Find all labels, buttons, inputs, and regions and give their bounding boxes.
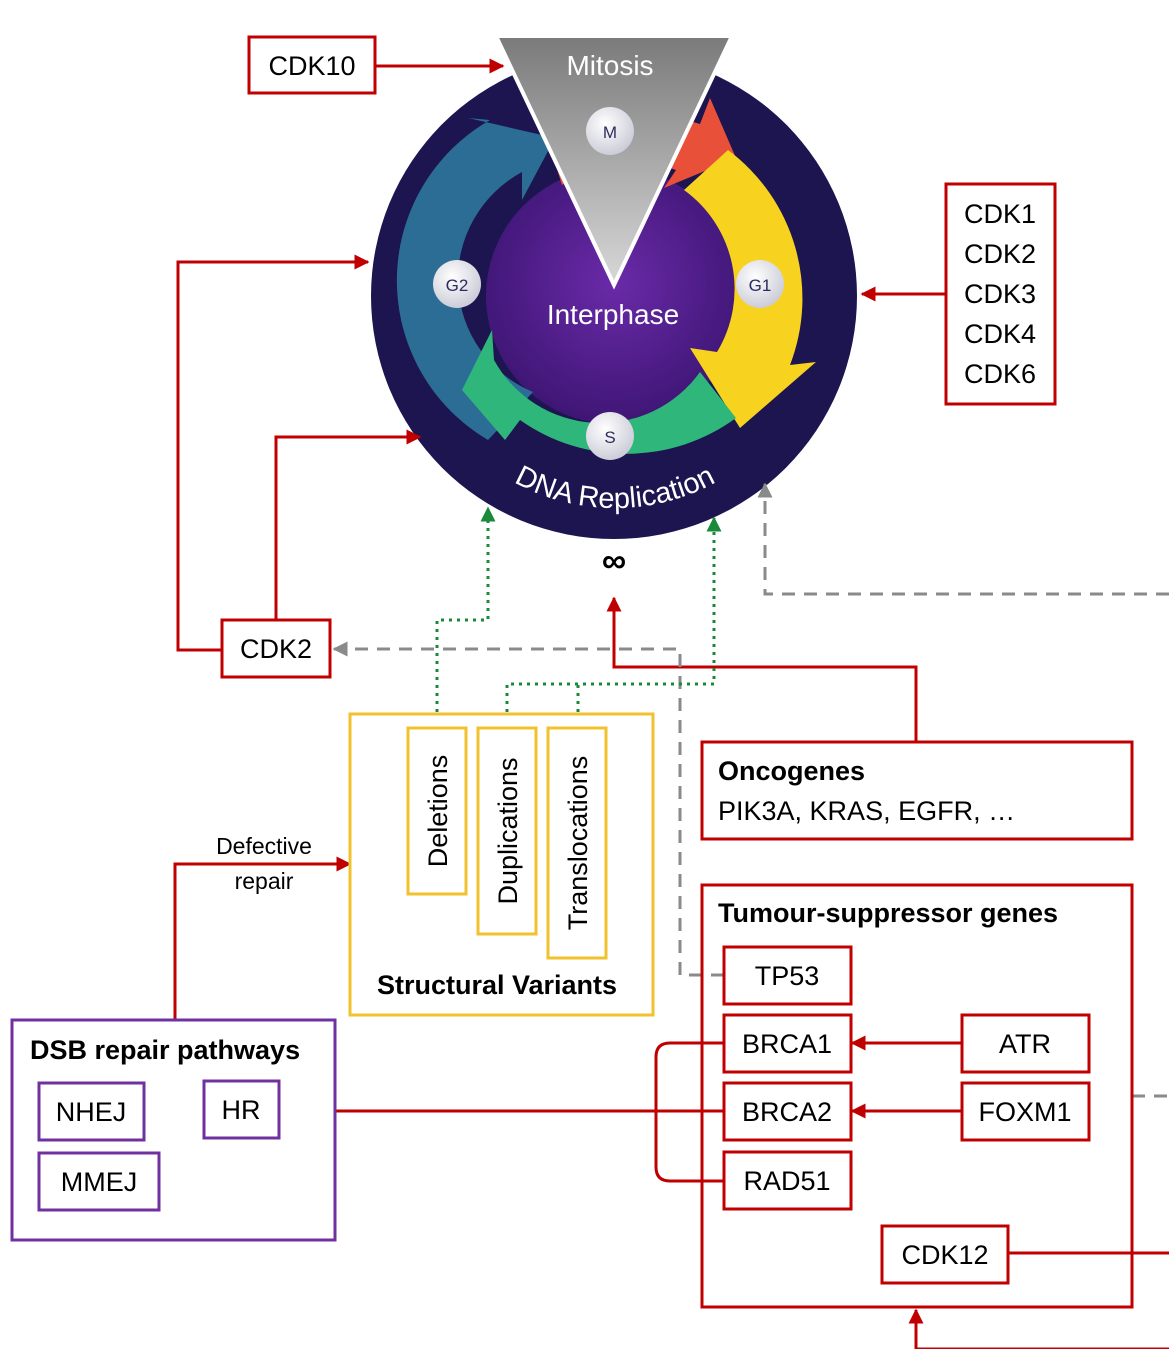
tp53-label: TP53 — [755, 961, 820, 991]
bottom-input-arrow — [908, 1308, 1169, 1351]
infinity-symbol: ∞ — [602, 542, 626, 580]
dsb-repair-title: DSB repair pathways — [30, 1035, 300, 1065]
mmej-box — [37, 1151, 161, 1212]
rad51-label: RAD51 — [743, 1166, 830, 1196]
dsb-repair-box: DSB repair pathways NHEJ HR MMEJ — [10, 1018, 337, 1242]
foxm1-label: FOXM1 — [978, 1097, 1071, 1127]
translocations-box — [546, 726, 608, 960]
cdk-list-item: CDK1 — [964, 199, 1036, 229]
phase-s-ball — [586, 412, 634, 460]
cycle-center — [486, 168, 742, 424]
cdk-list-item: CDK3 — [964, 279, 1036, 309]
duplications-box — [476, 726, 538, 936]
deletions-dotted-arrow — [435, 506, 496, 728]
mitosis-label: Mitosis — [566, 50, 653, 81]
atr-box — [960, 1013, 1091, 1074]
cell-cycle-graphic: Mitosis Interphase M G1 S G2 DNA Replica… — [371, 34, 857, 539]
hr-box — [202, 1079, 281, 1140]
tumour-suppressor-box: Tumour-suppressor genes TP53 BRCA1 BRCA2… — [700, 883, 1134, 1309]
nhej-box — [37, 1081, 146, 1142]
cdk-list-item: CDK2 — [964, 239, 1036, 269]
cdk-list-box: CDK1 CDK2 CDK3 CDK4 CDK6 — [944, 182, 1057, 406]
atr-label: ATR — [999, 1029, 1051, 1059]
phase-g1-ball — [736, 260, 784, 308]
tumour-suppressor-title: Tumour-suppressor genes — [718, 898, 1058, 928]
phase-g1-label: G1 — [749, 276, 772, 295]
brca1-box — [722, 1013, 853, 1074]
phase-s-label: S — [604, 428, 615, 447]
deletions-box — [406, 726, 468, 896]
mmej-label: MMEJ — [61, 1167, 138, 1197]
foxm1-box — [960, 1081, 1091, 1142]
tp53-box — [722, 945, 853, 1006]
defective-repair-arrow — [173, 856, 352, 1020]
brca2-label: BRCA2 — [742, 1097, 832, 1127]
defective-repair-line2: repair — [235, 868, 294, 894]
cdk-list-item: CDK4 — [964, 319, 1036, 349]
phase-g2-label: G2 — [446, 276, 469, 295]
phase-m-ball — [586, 107, 634, 155]
oncogenes-genes: PIK3A, KRAS, EGFR, … — [718, 796, 1015, 826]
translocations-label: Translocations — [563, 756, 593, 931]
structural-variants-box: Deletions Duplications Translocations St… — [348, 712, 655, 1017]
cdk10-box: CDK10 — [247, 35, 377, 95]
brca2-box — [722, 1081, 853, 1142]
cdk-list-item: CDK6 — [964, 359, 1036, 389]
mitosis-wedge — [492, 34, 736, 290]
brca1-label: BRCA1 — [742, 1029, 832, 1059]
oncogenes-title: Oncogenes — [718, 756, 865, 786]
phase-g2-ball — [433, 260, 481, 308]
hr-label: HR — [222, 1095, 261, 1125]
cdk2-box: CDK2 — [220, 618, 332, 679]
oncogenes-arrow — [606, 596, 918, 742]
oncogenes-box: Oncogenes PIK3A, KRAS, EGFR, … — [700, 740, 1134, 841]
s-arrow — [462, 330, 736, 454]
cdk12-label: CDK12 — [901, 1240, 988, 1270]
cdk2-to-g2-arrow — [176, 254, 370, 652]
phase-m-label: M — [603, 123, 617, 142]
duplications-label: Duplications — [493, 757, 523, 904]
defective-repair-line1: Defective — [216, 833, 312, 859]
cdk12-box — [880, 1224, 1010, 1285]
cdk10-label: CDK10 — [268, 51, 355, 81]
brca1-rad51-bracket — [654, 1041, 724, 1183]
g2-arrow — [396, 118, 555, 440]
cdk2-label: CDK2 — [240, 634, 312, 664]
deletions-label: Deletions — [423, 755, 453, 868]
cdk2-to-s-arrow — [274, 429, 422, 620]
interphase-label: Interphase — [547, 299, 679, 330]
right-dashed-to-cycle — [757, 482, 1169, 596]
nhej-label: NHEJ — [56, 1097, 127, 1127]
rad51-box — [722, 1150, 853, 1211]
structural-variants-title: Structural Variants — [377, 970, 617, 1000]
